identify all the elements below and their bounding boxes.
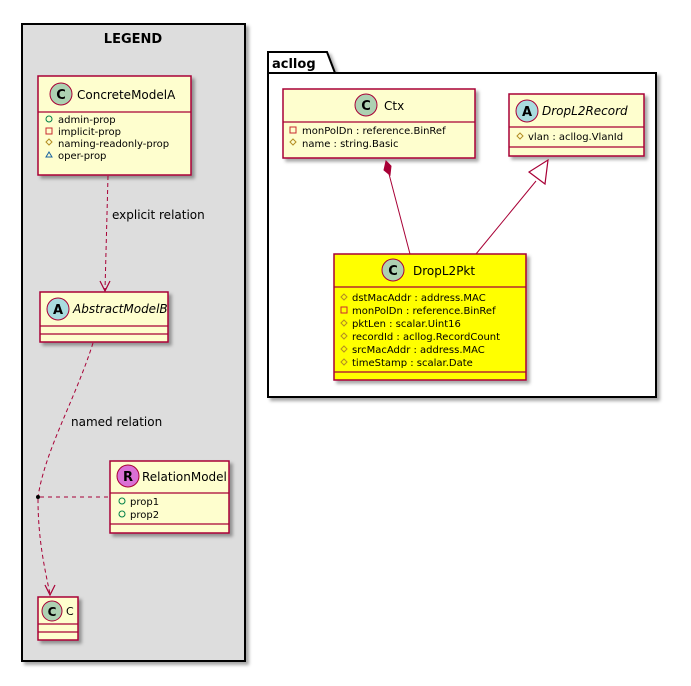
relation-model-class[interactable]: R RelationModel prop1 prop2 bbox=[109, 460, 230, 534]
private-visibility-icon bbox=[289, 126, 297, 134]
protected-visibility-icon bbox=[340, 293, 348, 301]
prop-name: name : string.Basic bbox=[289, 138, 398, 150]
prop-oper: oper-prop bbox=[45, 151, 106, 162]
prop-prop1: prop1 bbox=[118, 497, 159, 508]
prop-label: vlan : acllog.VlanId bbox=[528, 132, 623, 143]
private-visibility-icon bbox=[45, 127, 53, 135]
prop-label: monPolDn : reference.BinRef bbox=[352, 306, 496, 317]
prop-timestamp: timeStamp : scalar.Date bbox=[340, 358, 473, 369]
inheritance-triangle-icon bbox=[527, 158, 549, 186]
inheritance-connector bbox=[475, 158, 549, 255]
class-name: DropL2Pkt bbox=[413, 264, 475, 278]
public-visibility-icon bbox=[118, 497, 126, 505]
prop-label: recordId : acllog.RecordCount bbox=[352, 332, 500, 343]
c-class[interactable]: C C bbox=[37, 596, 79, 641]
prop-monpoldn: monPolDn : reference.BinRef bbox=[289, 126, 446, 137]
prop-naming-readonly: naming-readonly-prop bbox=[45, 138, 169, 150]
class-stereotype-letter: C bbox=[56, 88, 66, 103]
prop-srcmacaddr: srcMacAddr : address.MAC bbox=[340, 345, 485, 356]
prop-label: naming-readonly-prop bbox=[58, 139, 169, 150]
class-stereotype-icon bbox=[41, 600, 63, 622]
class-stereotype-icon bbox=[381, 258, 405, 282]
ctx-class[interactable]: C Ctx monPolDn : reference.BinRef name :… bbox=[282, 88, 476, 159]
relation-stereotype-letter: R bbox=[123, 470, 133, 485]
protected-visibility-icon bbox=[340, 345, 348, 353]
prop-label: implicit-prop bbox=[58, 127, 121, 138]
prop-pktlen: pktLen : scalar.Uint16 bbox=[340, 319, 461, 330]
protected-visibility-icon bbox=[340, 358, 348, 366]
association-dot bbox=[36, 495, 40, 499]
package-name: acllog bbox=[272, 57, 316, 72]
private-visibility-icon bbox=[340, 306, 348, 314]
abstract-stereotype-letter: A bbox=[53, 303, 63, 318]
prop-label: srcMacAddr : address.MAC bbox=[352, 345, 485, 356]
class-name: Ctx bbox=[384, 99, 404, 113]
prop-implicit: implicit-prop bbox=[45, 127, 121, 138]
prop-vlan: vlan : acllog.VlanId bbox=[516, 132, 623, 143]
abstract-stereotype-icon bbox=[46, 297, 70, 321]
protected-visibility-icon bbox=[340, 319, 348, 327]
prop-label: monPolDn : reference.BinRef bbox=[302, 126, 446, 137]
prop-monpoldn: monPolDn : reference.BinRef bbox=[340, 306, 496, 317]
legend-title: LEGEND bbox=[104, 32, 163, 47]
class-stereotype-letter: C bbox=[48, 605, 57, 619]
abstract-model-b-class[interactable]: A AbstractModelB bbox=[39, 291, 169, 343]
class-name: AbstractModelB bbox=[72, 302, 168, 316]
prop-prop2: prop2 bbox=[118, 510, 159, 521]
explicit-relation-label: explicit relation bbox=[112, 208, 205, 222]
prop-label: admin-prop bbox=[58, 115, 116, 126]
composition-connector bbox=[383, 160, 411, 255]
relation-stereotype-icon bbox=[116, 464, 140, 488]
named-relation-arrow: named relation bbox=[36, 342, 162, 597]
concrete-model-a-class[interactable]: C ConcreteModelA admin-prop implicit-pro… bbox=[37, 75, 192, 176]
prop-label: dstMacAddr : address.MAC bbox=[352, 293, 486, 304]
prop-admin: admin-prop bbox=[45, 115, 116, 126]
prop-dstmacaddr: dstMacAddr : address.MAC bbox=[340, 293, 486, 304]
prop-recordid: recordId : acllog.RecordCount bbox=[340, 332, 500, 343]
package-visibility-icon bbox=[45, 151, 53, 158]
class-name: C bbox=[66, 605, 74, 618]
explicit-relation-arrow: explicit relation bbox=[99, 175, 205, 293]
drop-l2-pkt-class[interactable]: C DropL2Pkt dstMacAddr : address.MAC mon… bbox=[333, 253, 527, 381]
prop-label: timeStamp : scalar.Date bbox=[352, 358, 473, 369]
class-stereotype-letter: C bbox=[388, 264, 398, 279]
public-visibility-icon bbox=[118, 510, 126, 518]
protected-visibility-icon bbox=[516, 132, 524, 140]
prop-label: oper-prop bbox=[58, 151, 106, 162]
class-name: RelationModel bbox=[142, 470, 227, 484]
composition-diamond-icon bbox=[383, 160, 392, 176]
prop-label: name : string.Basic bbox=[302, 139, 398, 150]
class-name: ConcreteModelA bbox=[77, 88, 176, 102]
drop-l2-record-class[interactable]: A DropL2Record vlan : acllog.VlanId bbox=[508, 93, 645, 157]
public-visibility-icon bbox=[45, 115, 53, 123]
prop-label: prop1 bbox=[130, 497, 159, 508]
class-name: DropL2Record bbox=[542, 104, 628, 118]
abstract-stereotype-icon bbox=[515, 99, 539, 123]
prop-label: prop2 bbox=[130, 510, 159, 521]
class-stereotype-icon bbox=[49, 82, 73, 106]
class-stereotype-icon bbox=[354, 93, 378, 117]
class-stereotype-letter: C bbox=[361, 99, 371, 114]
protected-visibility-icon bbox=[45, 138, 53, 146]
prop-label: pktLen : scalar.Uint16 bbox=[352, 319, 461, 330]
abstract-stereotype-letter: A bbox=[522, 105, 532, 120]
protected-visibility-icon bbox=[289, 138, 297, 146]
protected-visibility-icon bbox=[340, 332, 348, 340]
named-relation-label: named relation bbox=[71, 415, 162, 429]
